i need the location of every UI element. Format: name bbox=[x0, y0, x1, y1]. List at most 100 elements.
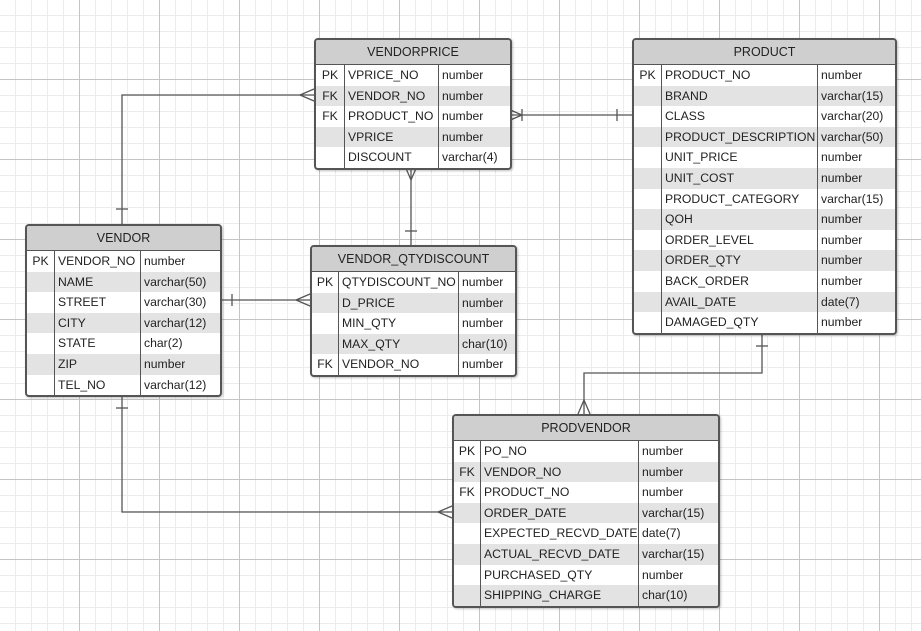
field-type: number bbox=[821, 212, 863, 227]
field-type: number bbox=[462, 316, 504, 331]
field-name: UNIT_COST bbox=[665, 170, 735, 185]
entity-title: VENDOR bbox=[27, 226, 220, 251]
field-name: VPRICE_NO bbox=[348, 68, 419, 82]
field-name: STREET bbox=[58, 295, 107, 310]
key-marker bbox=[454, 523, 480, 544]
field-type: number bbox=[462, 357, 504, 372]
key-marker bbox=[634, 127, 661, 148]
field-name: ORDER_QTY bbox=[665, 253, 741, 268]
field-name: ZIP bbox=[58, 356, 77, 371]
field-type: number bbox=[821, 170, 863, 185]
key-marker bbox=[634, 230, 661, 251]
field-name: EXPECTED_RECVD_DATE bbox=[484, 526, 638, 541]
field-name: BRAND bbox=[665, 88, 708, 103]
field-type: number bbox=[642, 567, 684, 582]
field-type: number bbox=[442, 68, 484, 82]
field-name: NAME bbox=[58, 274, 94, 289]
field-type: varchar(15) bbox=[642, 546, 705, 561]
field-type: varchar(12) bbox=[144, 315, 207, 330]
field-name: CITY bbox=[58, 315, 86, 330]
field-type: number bbox=[442, 109, 484, 124]
field-row[interactable]: STREET varchar(30) bbox=[27, 292, 220, 313]
field-name: D_PRICE bbox=[342, 295, 395, 310]
field-row[interactable]: UNIT_COST number bbox=[634, 167, 895, 189]
field-type: varchar(30) bbox=[144, 295, 207, 310]
field-row[interactable]: CITY varchar(12) bbox=[27, 312, 220, 334]
field-name: QTYDISCOUNT_NO bbox=[342, 275, 456, 289]
key-marker: FK bbox=[322, 109, 338, 124]
field-type: varchar(15) bbox=[821, 88, 884, 103]
field-type: varchar(4) bbox=[442, 150, 498, 165]
key-marker bbox=[27, 313, 54, 334]
field-name: PRODUCT_CATEGORY bbox=[665, 191, 800, 206]
field-type: char(2) bbox=[144, 336, 183, 351]
field-row[interactable]: PK VPRICE_NO number bbox=[316, 65, 510, 86]
many-crowfoot bbox=[437, 505, 453, 519]
key-marker bbox=[634, 292, 661, 313]
field-row[interactable]: EXPECTED_RECVD_DATE date(7) bbox=[454, 523, 718, 544]
key-marker bbox=[316, 127, 344, 148]
key-marker: FK bbox=[459, 485, 475, 500]
field-name: ORDER_LEVEL bbox=[665, 232, 754, 247]
field-row[interactable]: ORDER_DATE varchar(15) bbox=[454, 502, 718, 524]
field-type: varchar(20) bbox=[821, 109, 884, 124]
key-marker bbox=[312, 313, 338, 334]
key-marker: PK bbox=[321, 68, 339, 82]
key-marker bbox=[634, 312, 661, 333]
key-marker: PK bbox=[458, 444, 476, 458]
key-marker bbox=[27, 272, 54, 293]
entity-title: PRODUCT bbox=[634, 40, 895, 65]
key-marker: PK bbox=[316, 275, 334, 289]
field-type: number bbox=[642, 444, 684, 458]
key-marker bbox=[312, 293, 338, 314]
key-marker: FK bbox=[317, 357, 333, 372]
field-row[interactable]: BRAND varchar(15) bbox=[634, 85, 895, 107]
field-type: number bbox=[144, 356, 186, 371]
entity-title: VENDOR_QTYDISCOUNT bbox=[312, 247, 515, 272]
many-crowfoot bbox=[577, 399, 591, 415]
key-marker bbox=[27, 292, 54, 313]
field-name: ORDER_DATE bbox=[484, 505, 567, 520]
field-row[interactable]: ZIP number bbox=[27, 353, 220, 375]
field-type: date(7) bbox=[642, 526, 681, 541]
field-name: PRODUCT_NO bbox=[665, 68, 751, 82]
field-type: varchar(15) bbox=[642, 505, 705, 520]
